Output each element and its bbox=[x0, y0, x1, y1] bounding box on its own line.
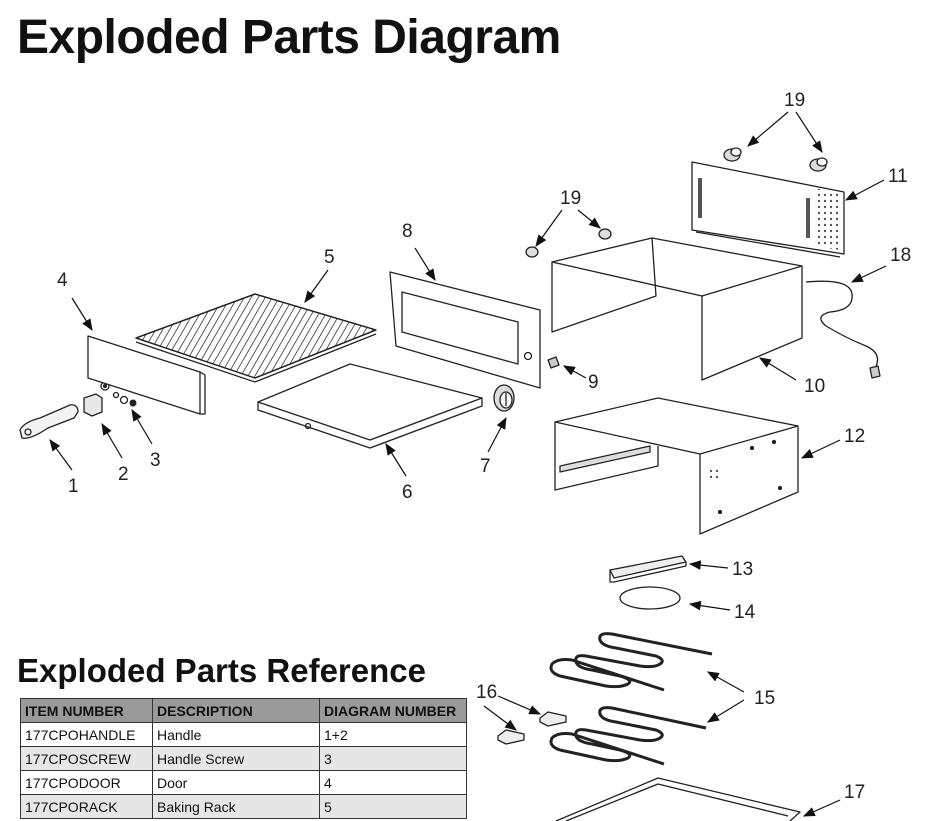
cell-item-number: 177CPOHANDLE bbox=[20, 722, 153, 747]
cell-item-number: 177CPOSCREW bbox=[20, 746, 153, 771]
callout-3: 3 bbox=[150, 450, 161, 471]
cell-diagram-number: 5 bbox=[319, 794, 467, 819]
back-panel-part bbox=[691, 161, 845, 258]
element-clip-part bbox=[609, 555, 687, 583]
callout-14: 14 bbox=[734, 602, 756, 623]
callout-17: 17 bbox=[844, 782, 865, 803]
cell-diagram-number: 1+2 bbox=[319, 722, 467, 747]
cell-diagram-number: 3 bbox=[319, 746, 467, 771]
col-item-number: ITEM NUMBER bbox=[20, 698, 153, 723]
housing-cover-part bbox=[551, 237, 803, 381]
callout-10: 10 bbox=[804, 376, 825, 397]
table-row: 177CPORACK Baking Rack 5 bbox=[20, 794, 467, 819]
callout-9: 9 bbox=[588, 372, 599, 393]
col-diagram-number: DIAGRAM NUMBER bbox=[319, 698, 467, 723]
switch-part bbox=[547, 356, 560, 369]
parts-reference-table: ITEM NUMBER DESCRIPTION DIAGRAM NUMBER 1… bbox=[20, 698, 467, 819]
cell-description: Door bbox=[152, 770, 320, 795]
callout-16: 16 bbox=[476, 682, 497, 703]
callout-19-top: 19 bbox=[784, 90, 805, 111]
callout-15: 15 bbox=[754, 688, 775, 709]
cell-description: Handle Screw bbox=[152, 746, 320, 771]
cell-diagram-number: 4 bbox=[319, 770, 467, 795]
callout-13: 13 bbox=[732, 559, 753, 580]
page-title: Exploded Parts Diagram bbox=[17, 11, 561, 64]
callout-19-mid: 19 bbox=[560, 188, 581, 209]
callout-1: 1 bbox=[68, 476, 79, 497]
table-row: 177CPOHANDLE Handle 1+2 bbox=[20, 722, 467, 747]
handle-part bbox=[19, 404, 79, 439]
control-panel-part bbox=[389, 271, 541, 389]
callout-18: 18 bbox=[890, 245, 911, 266]
rubber-foot-part bbox=[525, 147, 828, 258]
callout-4: 4 bbox=[57, 270, 68, 291]
cell-item-number: 177CPODOOR bbox=[20, 770, 153, 795]
callout-6: 6 bbox=[402, 482, 413, 503]
drip-tray-part bbox=[257, 363, 483, 449]
element-bracket-part bbox=[497, 711, 567, 745]
callout-7: 7 bbox=[480, 456, 491, 477]
callout-5: 5 bbox=[324, 247, 335, 268]
door-part bbox=[87, 335, 206, 415]
callout-11: 11 bbox=[888, 166, 908, 187]
table-row: 177CPOSCREW Handle Screw 3 bbox=[20, 746, 467, 771]
callout-8: 8 bbox=[402, 221, 413, 242]
knob-part bbox=[493, 384, 515, 412]
callout-2: 2 bbox=[118, 464, 129, 485]
baking-rack-part bbox=[135, 293, 377, 383]
reference-title: Exploded Parts Reference bbox=[17, 652, 426, 689]
heating-element-part bbox=[549, 632, 713, 766]
table-row: 177CPODOOR Door 4 bbox=[20, 770, 467, 795]
table-header-row: ITEM NUMBER DESCRIPTION DIAGRAM NUMBER bbox=[20, 698, 467, 723]
cell-description: Baking Rack bbox=[152, 794, 320, 819]
col-description: DESCRIPTION bbox=[152, 698, 320, 723]
handle-bracket-part bbox=[83, 393, 103, 417]
base-frame-part bbox=[554, 397, 799, 535]
reflector-part bbox=[619, 586, 681, 610]
bottom-tray-part bbox=[555, 777, 801, 821]
cell-item-number: 177CPORACK bbox=[20, 794, 153, 819]
cell-description: Handle bbox=[152, 722, 320, 747]
callout-12: 12 bbox=[844, 426, 865, 447]
power-cord-part bbox=[805, 280, 881, 379]
